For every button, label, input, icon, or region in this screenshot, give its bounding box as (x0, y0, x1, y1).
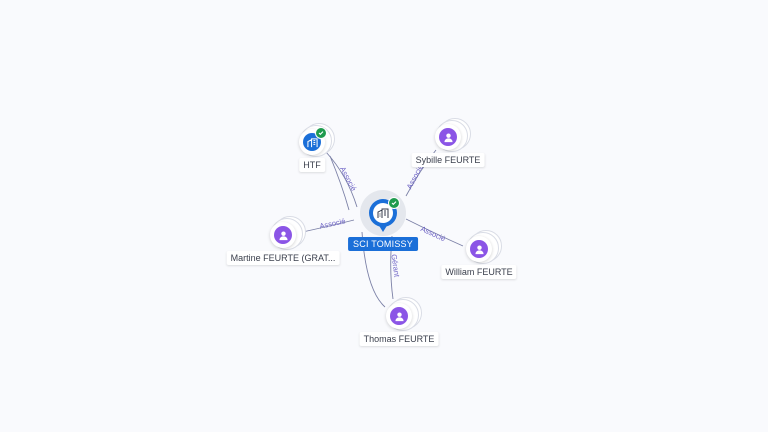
building-icon (306, 137, 318, 147)
edge-label: Associé (419, 224, 447, 243)
node-label: William FEURTE (441, 265, 517, 279)
edge-label: Associé (319, 216, 347, 230)
center-pin (369, 199, 397, 227)
person-icon (443, 132, 453, 142)
person-icon (394, 311, 404, 321)
center-node-label: SCI TOMISSY (348, 237, 418, 251)
person-icon (278, 230, 288, 240)
person-icon (474, 244, 484, 254)
center-pin-tip (378, 224, 388, 232)
verified-check-icon (315, 127, 327, 139)
node-label: Thomas FEURTE (359, 332, 439, 346)
node-avatar (386, 303, 412, 329)
node-avatar (466, 236, 492, 262)
edge-label: Gérant (389, 254, 401, 279)
edge-label: Associé (338, 165, 358, 192)
edge-htf (329, 155, 350, 211)
node-avatar (270, 222, 296, 248)
edge-label: Associé (405, 163, 425, 190)
node-label: HTF (299, 158, 325, 172)
building-icon (377, 208, 389, 218)
node-label: Martine FEURTE (GRAT... (226, 251, 340, 265)
node-avatar (435, 124, 461, 150)
node-label: Sybille FEURTE (411, 153, 485, 167)
edge-william (405, 218, 464, 247)
verified-check-icon (388, 197, 400, 209)
